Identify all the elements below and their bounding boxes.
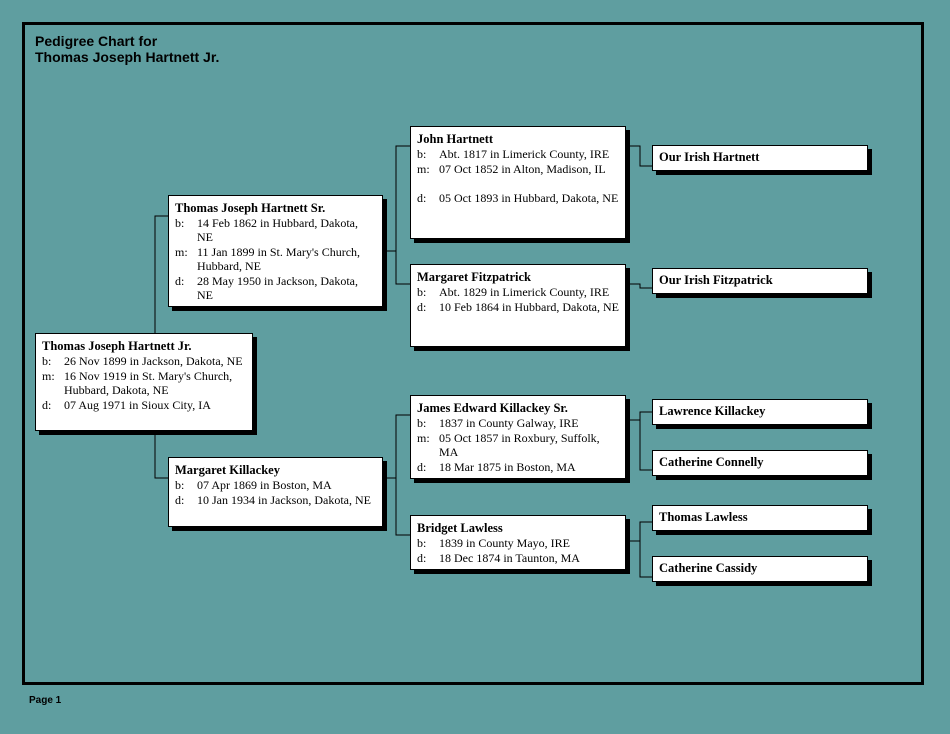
event-birth: b:1839 in County Mayo, IRE [417,536,570,550]
event-birth: b:Abt. 1829 in Limerick County, IRE [417,285,610,299]
event-marriage: m:05 Oct 1857 in Roxbury, Suffolk, MA [417,431,600,459]
title-line-1: Pedigree Chart for [35,33,158,49]
event-birth: b:14 Feb 1862 in Hubbard, Dakota, NE [175,216,358,244]
title-line-2: Thomas Joseph Hartnett Jr. [35,49,220,65]
person-name: Margaret Fitzpatrick [417,270,531,284]
person-name: James Edward Killackey Sr. [417,401,568,415]
event-marriage: m:07 Oct 1852 in Alton, Madison, IL [417,162,606,176]
event-birth: b:26 Nov 1899 in Jackson, Dakota, NE [42,354,243,368]
person-name: John Hartnett [417,132,494,146]
event-death: d:18 Mar 1875 in Boston, MA [417,460,576,474]
ancestor-link-irish-hartnett[interactable]: Our Irish Hartnett [652,145,868,171]
ancestor-link-irish-fitzpatrick[interactable]: Our Irish Fitzpatrick [652,268,868,294]
event-death: d:10 Feb 1864 in Hubbard, Dakota, NE [417,300,619,314]
event-marriage: m:16 Nov 1919 in St. Mary's Church, Hubb… [42,369,233,397]
person-box-maternal-grandfather[interactable]: James Edward Killackey Sr. b:1837 in Cou… [410,395,626,479]
event-death: d:10 Jan 1934 in Jackson, Dakota, NE [175,493,371,507]
event-death: d:07 Aug 1971 in Sioux City, IA [42,398,211,412]
page-title: Pedigree Chart for Thomas Joseph Hartnet… [35,33,219,65]
event-death: d:18 Dec 1874 in Taunton, MA [417,551,580,565]
event-birth: b:07 Apr 1869 in Boston, MA [175,478,332,492]
person-box-root[interactable]: Thomas Joseph Hartnett Jr. b:26 Nov 1899… [35,333,253,431]
ancestor-box-lawrence-killackey[interactable]: Lawrence Killackey [652,399,868,425]
event-birth: b:Abt. 1817 in Limerick County, IRE [417,147,610,161]
person-name: Thomas Joseph Hartnett Sr. [175,201,326,215]
person-name: Margaret Killackey [175,463,280,477]
person-box-mother[interactable]: Margaret Killackey b:07 Apr 1869 in Bost… [168,457,383,527]
event-birth: b:1837 in County Galway, IRE [417,416,579,430]
person-name: Thomas Joseph Hartnett Jr. [42,339,192,353]
person-box-father[interactable]: Thomas Joseph Hartnett Sr. b:14 Feb 1862… [168,195,383,307]
ancestor-box-thomas-lawless[interactable]: Thomas Lawless [652,505,868,531]
person-box-paternal-grandmother[interactable]: Margaret Fitzpatrick b:Abt. 1829 in Lime… [410,264,626,347]
person-name: Bridget Lawless [417,521,503,535]
event-death: d:05 Oct 1893 in Hubbard, Dakota, NE [417,191,619,205]
ancestor-box-catherine-connelly[interactable]: Catherine Connelly [652,450,868,476]
person-box-maternal-grandmother[interactable]: Bridget Lawless b:1839 in County Mayo, I… [410,515,626,570]
chart-frame [22,22,924,685]
page-number: Page 1 [29,695,62,706]
event-death: d:28 May 1950 in Jackson, Dakota, NE [175,274,358,302]
event-marriage: m:11 Jan 1899 in St. Mary's Church, Hubb… [175,245,361,273]
ancestor-box-catherine-cassidy[interactable]: Catherine Cassidy [652,556,868,582]
person-box-paternal-grandfather[interactable]: John Hartnett b:Abt. 1817 in Limerick Co… [410,126,626,239]
